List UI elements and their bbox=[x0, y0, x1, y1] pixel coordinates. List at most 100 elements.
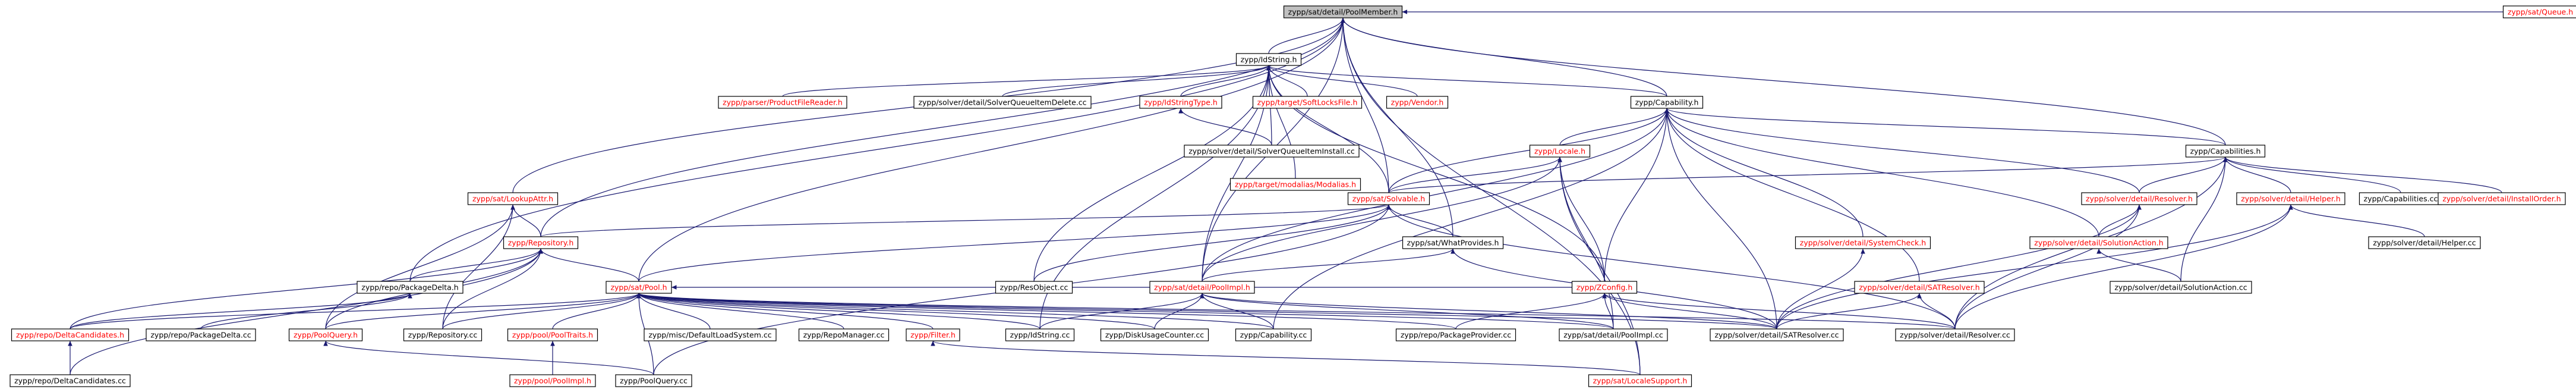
node-systemcheck[interactable]: zypp/solver/detail/SystemCheck.h bbox=[1795, 236, 1931, 249]
node-poolimpl[interactable]: zypp/sat/detail/PoolImpl.h bbox=[1149, 281, 1255, 294]
node-solutionactioncc[interactable]: zypp/solver/detail/SolutionAction.cc bbox=[2110, 281, 2252, 294]
node-repository[interactable]: zypp/Repository.h bbox=[503, 236, 579, 249]
node-resolver[interactable]: zypp/solver/detail/Resolver.h bbox=[2081, 192, 2197, 205]
node-filter[interactable]: zypp/Filter.h bbox=[906, 328, 960, 341]
edge-poolimplcc-to-poolimpl bbox=[1200, 293, 1614, 330]
node-defaultloadsystem[interactable]: zypp/misc/DefaultLoadSystem.cc bbox=[644, 328, 777, 341]
edge-helper-to-capabilities bbox=[2223, 156, 2291, 193]
node-installorder[interactable]: zypp/solver/detail/InstallOrder.h bbox=[2438, 192, 2566, 205]
edge-packagedeltacc-to-packagedelta bbox=[200, 293, 412, 330]
edge-idstringcc-to-poolimpl bbox=[1039, 293, 1205, 330]
edge-solutionactioncc-to-solutionaction bbox=[2096, 248, 2181, 282]
node-poolimplcc[interactable]: zypp/sat/detail/PoolImpl.cc bbox=[1559, 328, 1668, 341]
node-sqitemdelete[interactable]: zypp/solver/detail/SolverQueueItemDelete… bbox=[913, 96, 1092, 109]
node-label: zypp/solver/detail/SATResolver.cc bbox=[1714, 331, 1839, 340]
edge-idstringtype-to-idstring bbox=[1180, 65, 1271, 97]
edge-repositorycc-to-lookupattr bbox=[442, 204, 515, 330]
node-capability[interactable]: zypp/Capability.h bbox=[1630, 96, 1704, 109]
node-capabilitycc[interactable]: zypp/Capability.cc bbox=[1235, 328, 1312, 341]
node-localesupport[interactable]: zypp/sat/LocaleSupport.h bbox=[1588, 374, 1692, 387]
node-label: zypp/solver/detail/SolverQueueItemDelete… bbox=[918, 98, 1086, 107]
node-label: zypp/solver/detail/Resolver.h bbox=[2086, 195, 2193, 203]
edge-satresolvercc-to-capability bbox=[1664, 108, 1777, 330]
node-deltacandidatescc[interactable]: zypp/repo/DeltaCandidates.cc bbox=[10, 374, 131, 387]
node-box bbox=[2029, 236, 2168, 249]
node-satresolvercc[interactable]: zypp/solver/detail/SATResolver.cc bbox=[1710, 328, 1844, 341]
node-label: zypp/solver/detail/SolutionAction.cc bbox=[2114, 283, 2247, 292]
node-solvable[interactable]: zypp/sat/Solvable.h bbox=[1347, 192, 1430, 205]
edge-deltacandidatesh-to-pool bbox=[70, 293, 641, 330]
edge-localesupport-to-poolmember bbox=[1341, 17, 1641, 375]
node-pool[interactable]: zypp/sat/Pool.h bbox=[606, 281, 672, 294]
edge-repositorycc-to-repository bbox=[442, 248, 543, 330]
edge-repository-to-poolmember bbox=[540, 17, 1345, 237]
node-box bbox=[507, 328, 598, 341]
node-productfilereader[interactable]: zypp/parser/ProductFileReader.h bbox=[718, 96, 847, 109]
node-sqiteminstall[interactable]: zypp/solver/detail/SolverQueueItemInstal… bbox=[1184, 145, 1360, 158]
node-packagedelta[interactable]: zypp/repo/PackageDelta.h bbox=[357, 281, 464, 294]
node-label: zypp/target/modalias/Modalias.h bbox=[1235, 180, 1356, 189]
node-locale[interactable]: zypp/Locale.h bbox=[1529, 145, 1591, 158]
node-idstringtype[interactable]: zypp/IdStringType.h bbox=[1139, 96, 1222, 109]
node-label: zypp/Capability.h bbox=[1635, 98, 1699, 107]
edge-diskusage-to-pool bbox=[636, 293, 1155, 330]
node-box bbox=[2185, 145, 2266, 158]
edge-solvable-to-locale bbox=[1388, 156, 1562, 193]
node-helper[interactable]: zypp/solver/detail/Helper.h bbox=[2236, 192, 2345, 205]
edge-capability-to-poolmember bbox=[1341, 17, 1667, 97]
node-box bbox=[2368, 236, 2481, 249]
node-packagedeltacc[interactable]: zypp/repo/PackageDelta.cc bbox=[146, 328, 256, 341]
node-box bbox=[2110, 281, 2252, 294]
node-label: zypp/target/SoftLocksFile.h bbox=[1257, 98, 1358, 107]
edge-vendor-to-idstring bbox=[1266, 65, 1418, 97]
node-pooltraits[interactable]: zypp/pool/PoolTraits.h bbox=[507, 328, 598, 341]
node-resobjectcc[interactable]: zypp/ResObject.cc bbox=[995, 281, 1073, 294]
edge-sqitemdelete-to-idstring bbox=[1002, 65, 1271, 97]
node-helpercc[interactable]: zypp/solver/detail/Helper.cc bbox=[2368, 236, 2481, 249]
edge-deltacandidatesh-to-packagedelta bbox=[70, 293, 412, 330]
node-repomanager[interactable]: zypp/RepoManager.cc bbox=[798, 328, 890, 341]
node-modalias[interactable]: zypp/target/modalias/Modalias.h bbox=[1229, 178, 1361, 191]
edge-productfilereader-to-idstring bbox=[782, 65, 1271, 97]
edge-packageprovider-to-pool bbox=[636, 293, 1456, 330]
edge-modalias-to-idstring bbox=[1266, 65, 1296, 179]
node-label: zypp/Capabilities.cc bbox=[2364, 195, 2438, 203]
node-lookupattr[interactable]: zypp/sat/LookupAttr.h bbox=[467, 192, 559, 205]
node-solutionaction[interactable]: zypp/solver/detail/SolutionAction.h bbox=[2029, 236, 2168, 249]
node-deltacandidatesh[interactable]: zypp/repo/DeltaCandidates.h bbox=[11, 328, 130, 341]
node-vendor[interactable]: zypp/Vendor.h bbox=[1386, 96, 1449, 109]
edge-zconfig-to-capability bbox=[1604, 108, 1669, 282]
node-label: zypp/DiskUsageCounter.cc bbox=[1105, 331, 1204, 340]
edge-resolvercc-to-helper bbox=[1954, 204, 2293, 330]
node-poolimplh2[interactable]: zypp/pool/PoolImpl.h bbox=[509, 374, 596, 387]
node-box bbox=[1854, 281, 1985, 294]
node-label: zypp/solver/detail/SolverQueueItemInstal… bbox=[1188, 147, 1355, 156]
node-resolvercc[interactable]: zypp/solver/detail/Resolver.cc bbox=[1895, 328, 2015, 341]
node-satresolverh[interactable]: zypp/solver/detail/SATResolver.h bbox=[1854, 281, 1985, 294]
edge-filter-to-pool bbox=[636, 293, 934, 330]
node-whatprovides[interactable]: zypp/sat/WhatProvides.h bbox=[1402, 236, 1504, 249]
node-label: zypp/solver/detail/Helper.cc bbox=[2373, 239, 2476, 247]
node-zconfig[interactable]: zypp/ZConfig.h bbox=[1571, 281, 1638, 294]
edge-poolimplcc-to-locale bbox=[1557, 156, 1614, 330]
node-poolqueryh[interactable]: zypp/PoolQuery.h bbox=[288, 328, 363, 341]
node-softlocksfile[interactable]: zypp/target/SoftLocksFile.h bbox=[1252, 96, 1363, 109]
node-idstringcc[interactable]: zypp/IdString.cc bbox=[1005, 328, 1075, 341]
node-idstring[interactable]: zypp/IdString.h bbox=[1235, 53, 1302, 66]
node-queue[interactable]: zypp/sat/Queue.h bbox=[2502, 5, 2576, 18]
node-diskusage[interactable]: zypp/DiskUsageCounter.cc bbox=[1100, 328, 1209, 341]
node-poolquerycc[interactable]: zypp/PoolQuery.cc bbox=[615, 374, 692, 387]
node-label: zypp/Repository.h bbox=[508, 239, 574, 247]
node-box bbox=[1395, 328, 1516, 341]
node-capabilitiescc[interactable]: zypp/Capabilities.cc bbox=[2359, 192, 2443, 205]
node-label: zypp/IdString.h bbox=[1241, 55, 1297, 64]
node-packageprovider[interactable]: zypp/repo/PackageProvider.cc bbox=[1395, 328, 1516, 341]
node-box bbox=[403, 328, 483, 341]
node-capabilities[interactable]: zypp/Capabilities.h bbox=[2185, 145, 2266, 158]
node-box bbox=[644, 328, 777, 341]
node-repositorycc[interactable]: zypp/Repository.cc bbox=[403, 328, 483, 341]
node-label: zypp/Filter.h bbox=[910, 331, 956, 340]
node-poolmember[interactable]: zypp/sat/detail/PoolMember.h bbox=[1283, 5, 1403, 18]
edge-solutionaction-to-capability bbox=[1664, 108, 2099, 237]
edge-defaultloadsystem-to-pool bbox=[636, 293, 711, 330]
